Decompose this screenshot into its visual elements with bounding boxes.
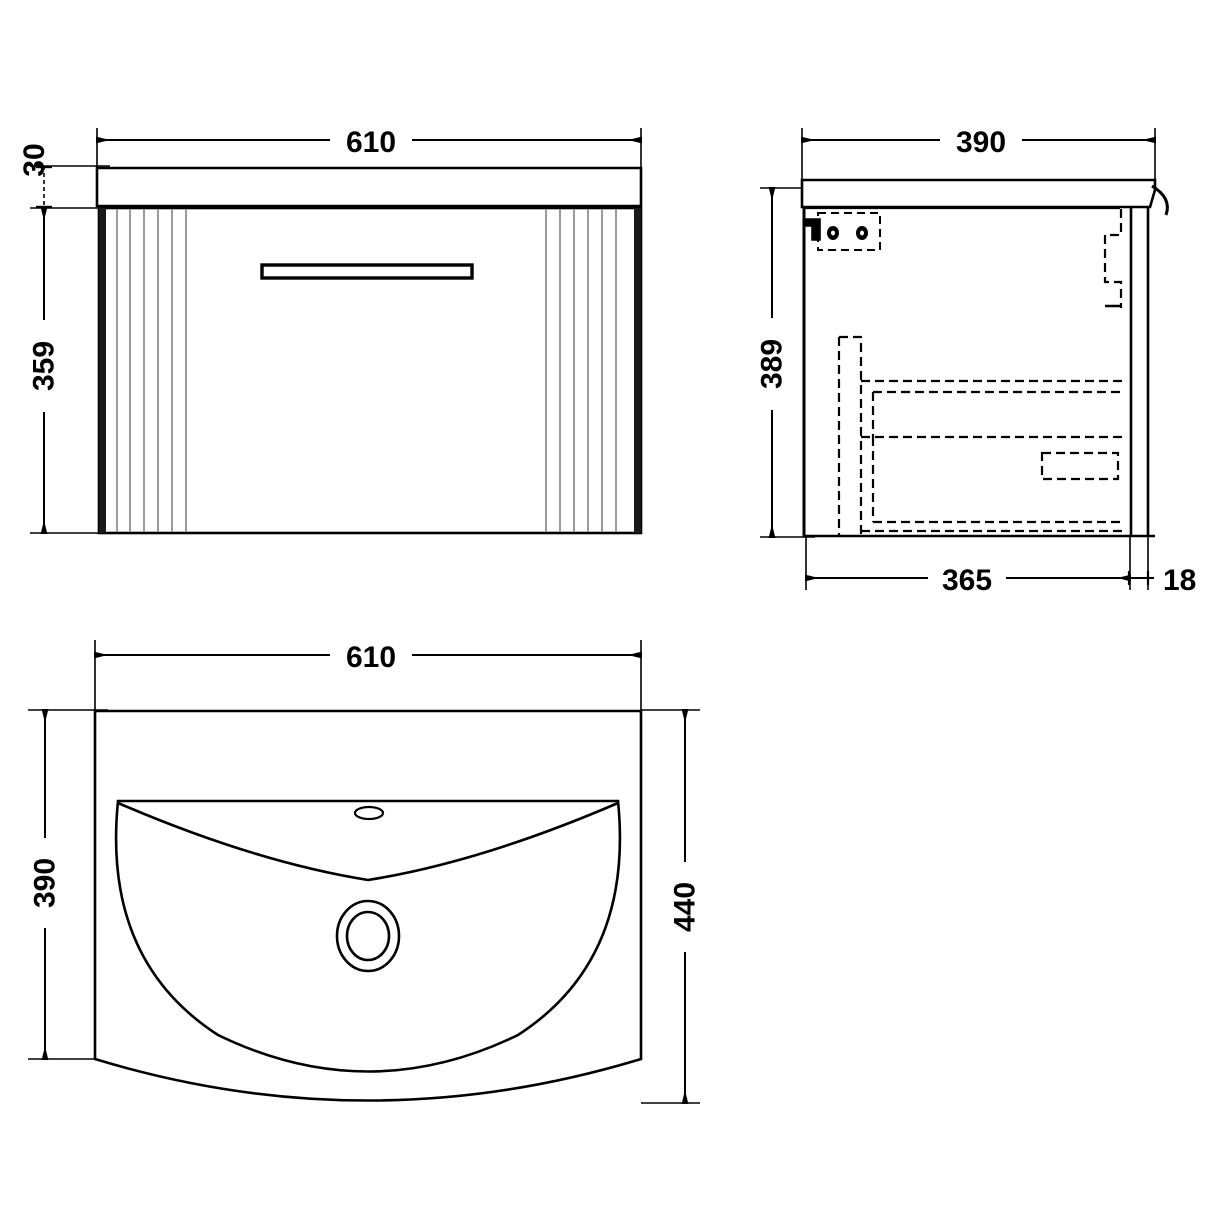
dimension-basin-width: 610 bbox=[94, 641, 642, 674]
dimension-label-panel-thickness: 18 bbox=[1163, 564, 1196, 597]
dimension-label-side-depth: 390 bbox=[956, 126, 1006, 159]
dimension-carcass-depth: 365 bbox=[805, 564, 1131, 597]
front-elevation-view: 610 30 359 bbox=[18, 126, 643, 535]
dimension-label-side-height: 389 bbox=[756, 339, 789, 389]
front-fluting-right bbox=[545, 209, 617, 532]
dimension-label-cabinet-height: 359 bbox=[28, 341, 61, 391]
front-drawer-handle bbox=[260, 263, 474, 280]
bracket-screw-hole-right-bore bbox=[860, 230, 864, 236]
side-carcass-outline bbox=[802, 206, 1155, 538]
dimension-label-carcass-depth: 365 bbox=[942, 564, 992, 597]
dimension-label-basin-depth: 390 bbox=[29, 858, 62, 908]
basin-overflow-slot bbox=[353, 805, 385, 821]
front-left-edge-reveal bbox=[99, 208, 106, 533]
basin-plan-view: 610 390 440 bbox=[28, 640, 702, 1104]
front-fluting-left bbox=[116, 209, 187, 532]
dimension-label-basin-overall-depth: 440 bbox=[669, 882, 702, 932]
front-right-edge-reveal bbox=[634, 208, 641, 533]
dimension-side-depth: 390 bbox=[801, 126, 1156, 159]
bracket-hook-profile bbox=[805, 218, 821, 241]
front-countertop bbox=[95, 166, 643, 208]
side-countertop-section bbox=[800, 178, 1169, 216]
bracket-dashed-outline bbox=[817, 212, 881, 251]
basin-back-shelf-line bbox=[117, 801, 619, 882]
dimension-front-width: 610 bbox=[96, 126, 642, 159]
dimension-basin-depth: 390 bbox=[29, 709, 62, 1060]
countertop-front-lip bbox=[1151, 184, 1169, 216]
dimension-label-basin-width: 610 bbox=[346, 641, 396, 674]
side-drawer-hidden-lines bbox=[837, 335, 1122, 536]
dimension-basin-overall-depth: 440 bbox=[669, 709, 702, 1104]
dimension-label-front-width: 610 bbox=[346, 126, 396, 159]
dimension-panel-thickness: 18 bbox=[1124, 564, 1196, 597]
dimension-top-thickness: 30 bbox=[18, 143, 52, 209]
side-front-panel bbox=[1129, 207, 1150, 537]
side-wall-bracket-detail bbox=[805, 212, 881, 251]
dimension-side-height: 389 bbox=[756, 187, 789, 538]
dimension-label-top-thickness: 30 bbox=[18, 143, 51, 176]
bracket-screw-hole-left-bore bbox=[831, 230, 835, 236]
basin-waste-hole bbox=[335, 899, 401, 973]
front-cabinet-body bbox=[97, 206, 643, 535]
side-rear-rebate-detail bbox=[1103, 209, 1123, 308]
side-elevation-view: 390 389 365 18 bbox=[756, 126, 1197, 597]
dimension-cabinet-height: 359 bbox=[28, 207, 61, 534]
